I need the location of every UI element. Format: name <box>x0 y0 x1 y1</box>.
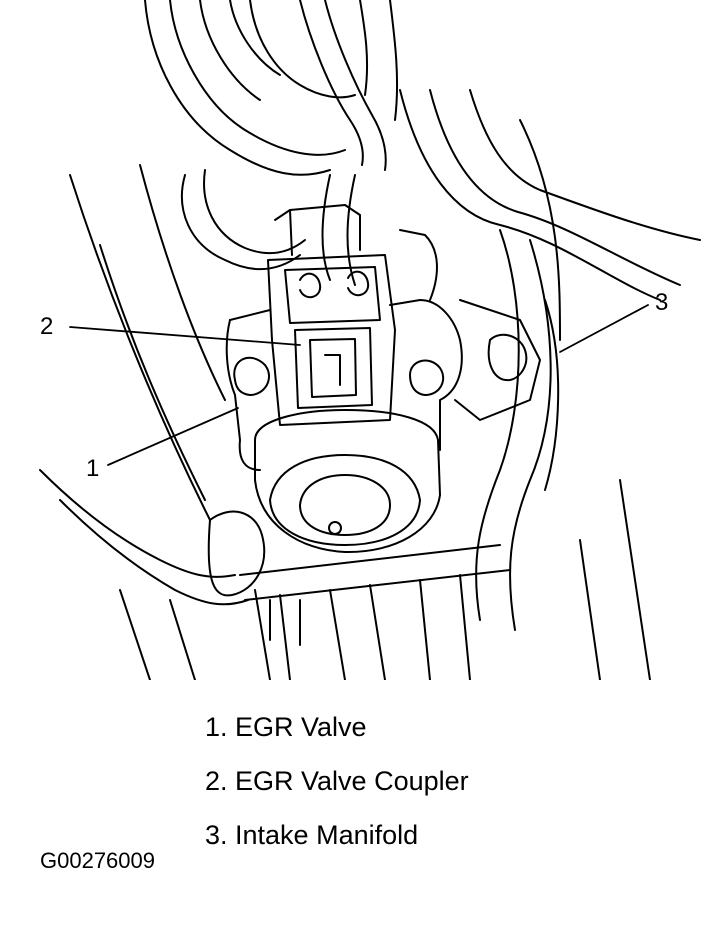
hoses-and-wiring <box>144 0 399 286</box>
leader-lines <box>69 304 649 466</box>
legend-item-intake-manifold: 3. Intake Manifold <box>205 820 419 850</box>
egr-valve-illustration <box>39 0 701 680</box>
engine-block-lines <box>39 164 511 680</box>
callout-2: 2 <box>40 313 54 340</box>
legend-item-egr-valve-coupler: 2. EGR Valve Coupler <box>205 766 469 796</box>
component-legend: 1. EGR Valve 2. EGR Valve Coupler 3. Int… <box>205 700 469 862</box>
legend-item-egr-valve: 1. EGR Valve <box>205 712 367 742</box>
intake-manifold <box>399 89 701 680</box>
callout-3: 3 <box>655 289 669 316</box>
figure-id: G00276009 <box>40 848 155 873</box>
callout-1: 1 <box>86 455 100 482</box>
egr-valve-coupler <box>267 204 396 426</box>
egr-valve <box>225 229 463 554</box>
